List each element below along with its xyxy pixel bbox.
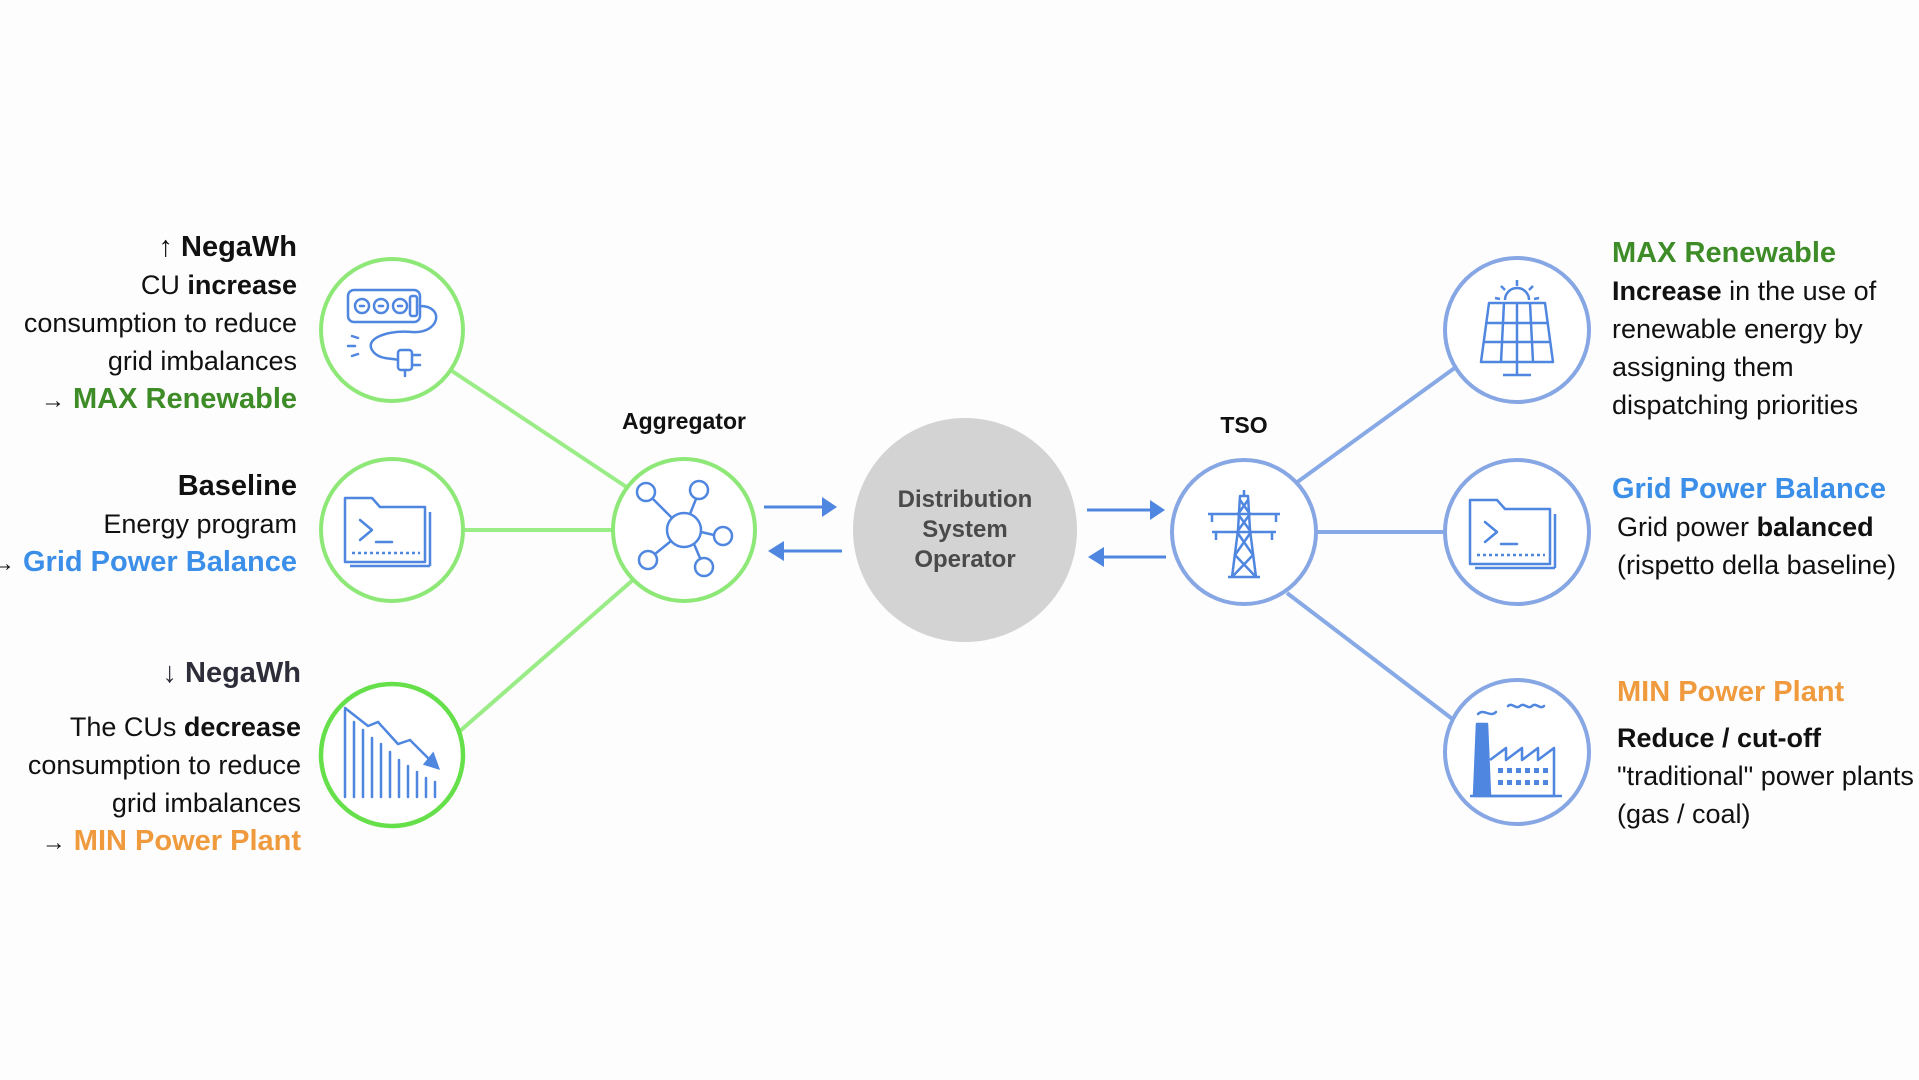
baseline-text: Baseline Energy program → Grid Power Bal…	[0, 467, 297, 583]
balance-title: Grid Power Balance	[1612, 473, 1886, 505]
plant-line2: "traditional" power plants	[1617, 761, 1914, 791]
renewable-line4: dispatching priorities	[1612, 390, 1859, 420]
increase-title-text: NegaWh	[181, 231, 297, 263]
renewable-line1-bold: Increase	[1612, 276, 1722, 306]
baseline-node	[319, 457, 465, 603]
aggregator-dso-arrows	[764, 497, 842, 561]
plant-line3: (gas / coal)	[1617, 799, 1751, 829]
arrow-right-icon	[764, 497, 837, 517]
left-connectors	[450, 369, 636, 733]
decrease-text: ↓ NegaWh The CUs decrease consumption to…	[28, 654, 301, 862]
decrease-spacer	[28, 692, 301, 708]
increase-text: ↑ NegaWh CU increase consumption to redu…	[24, 228, 297, 420]
dso-tso-arrows	[1087, 500, 1166, 567]
dso-label: Distribution System Operator	[865, 485, 1065, 575]
declining-bars-icon	[343, 706, 441, 799]
increase-outcome-text: MAX Renewable	[73, 383, 297, 415]
plant-node	[1443, 678, 1591, 826]
outcome-arrow-icon: →	[41, 829, 66, 856]
folder-terminal-icon	[343, 496, 432, 568]
transmission-tower-icon	[1208, 490, 1280, 579]
increase-outcome: → MAX Renewable	[24, 380, 297, 420]
increase-line3: grid imbalances	[107, 346, 297, 376]
decrease-title-text: NegaWh	[185, 657, 301, 689]
arrow-left-icon	[1088, 547, 1166, 567]
renewable-line3: assigning them	[1612, 352, 1794, 382]
folder-terminal-icon	[1468, 498, 1557, 570]
decrease-outcome: → MIN Power Plant	[28, 822, 301, 862]
network-hub-icon	[635, 479, 734, 578]
balance-node	[1443, 458, 1591, 606]
increase-line1: CU increase	[24, 266, 297, 304]
dso-label-line3: Operator	[914, 546, 1016, 573]
connector-increase-aggregator	[450, 369, 630, 490]
plant-title: MIN Power Plant	[1617, 676, 1845, 708]
baseline-title: Baseline	[177, 470, 297, 502]
tso-label: TSO	[1220, 412, 1268, 438]
factory-icon	[1470, 703, 1562, 798]
increase-node	[319, 257, 465, 403]
balance-line1-prefix: Grid power	[1617, 512, 1757, 542]
increase-title: ↑ NegaWh	[24, 228, 297, 266]
aggregator-node	[611, 457, 757, 603]
decrease-line2: consumption to reduce	[27, 750, 301, 780]
balance-line2: (rispetto della baseline)	[1617, 550, 1897, 580]
balance-line1: Grid power balanced	[1612, 508, 1896, 546]
decrease-line3: grid imbalances	[111, 788, 301, 818]
renewable-line2: renewable energy by	[1612, 314, 1863, 344]
plant-spacer	[1617, 711, 1914, 719]
plant-line1: Reduce / cut-off	[1617, 719, 1914, 757]
renewable-text: MAX Renewable Increase in the use of ren…	[1612, 234, 1876, 424]
balance-text: Grid Power Balance Grid power balanced (…	[1612, 470, 1896, 584]
decrease-title: ↓ NegaWh	[28, 654, 301, 692]
solar-panel-icon	[1479, 280, 1555, 377]
plant-line1-bold: Reduce / cut-off	[1617, 723, 1822, 753]
decrease-node	[318, 681, 466, 829]
arrow-left-icon	[768, 541, 842, 561]
renewable-line1: Increase in the use of	[1612, 272, 1876, 310]
up-arrow-icon: ↑	[158, 231, 173, 263]
arrow-right-icon	[1087, 500, 1165, 520]
connector-tso-plant	[1285, 591, 1457, 723]
dso-label-line1: Distribution	[897, 486, 1033, 513]
outcome-arrow-icon: →	[40, 387, 65, 414]
right-connectors	[1285, 365, 1458, 723]
baseline-outcome: → Grid Power Balance	[0, 543, 297, 583]
increase-line2: consumption to reduce	[23, 308, 297, 338]
outcome-arrow-icon: →	[0, 550, 15, 577]
increase-line1-prefix: CU	[140, 270, 188, 300]
renewable-node	[1443, 256, 1591, 404]
decrease-line1-bold: decrease	[183, 712, 301, 742]
decrease-line1-prefix: The CUs	[69, 712, 184, 742]
balance-line1-bold: balanced	[1756, 512, 1874, 542]
renewable-title: MAX Renewable	[1612, 237, 1836, 269]
tso-node	[1170, 458, 1318, 606]
decrease-line1: The CUs decrease	[28, 708, 301, 746]
baseline-outcome-text: Grid Power Balance	[23, 546, 297, 578]
plant-text: MIN Power Plant Reduce / cut-off "tradit…	[1617, 673, 1914, 833]
connector-tso-renewable	[1294, 365, 1458, 485]
decrease-outcome-text: MIN Power Plant	[73, 825, 301, 857]
down-arrow-icon: ↓	[162, 657, 177, 689]
baseline-line1: Energy program	[103, 509, 297, 539]
dso-node	[853, 418, 1077, 642]
power-strip-icon	[346, 288, 438, 378]
renewable-line1-rest: in the use of	[1721, 276, 1877, 306]
aggregator-label: Aggregator	[622, 408, 746, 434]
connector-decrease-aggregator	[458, 577, 636, 733]
increase-line1-bold: increase	[187, 270, 297, 300]
dso-label-line2: System	[922, 516, 1008, 543]
